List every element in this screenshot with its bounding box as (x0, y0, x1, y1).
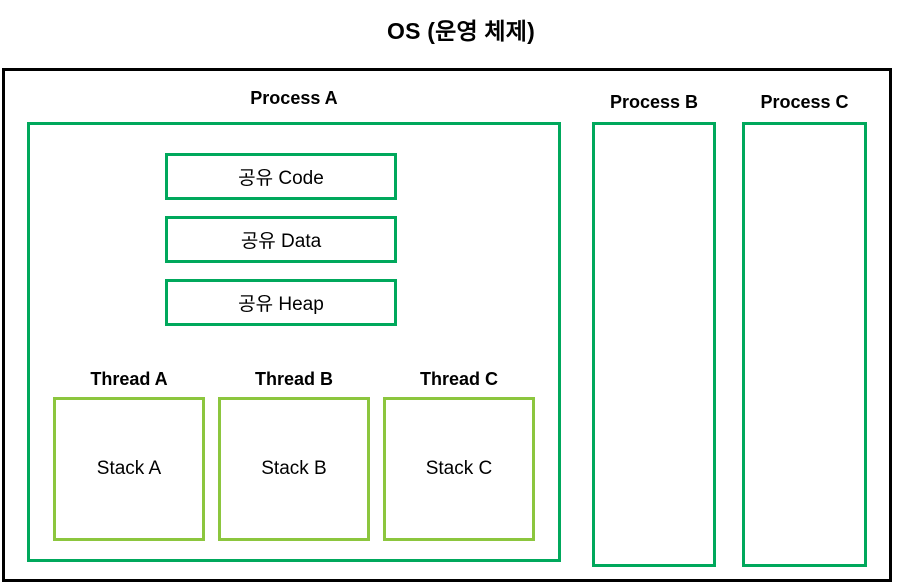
shared-data-box: 공유 Data (165, 216, 397, 263)
process-a-label: Process A (250, 88, 338, 108)
os-title: OS (운영 체제) (387, 18, 535, 44)
stack-b-box: Stack B (218, 397, 370, 541)
process-c-label: Process C (760, 92, 849, 112)
shared-code-box: 공유 Code (165, 153, 397, 200)
process-c-box (742, 122, 867, 567)
thread-a-label: Thread A (90, 369, 168, 389)
shared-heap-box: 공유 Heap (165, 279, 397, 326)
process-b-box (592, 122, 716, 567)
stack-a-box: Stack A (53, 397, 205, 541)
thread-b-label: Thread B (254, 369, 333, 389)
process-b-label: Process B (609, 92, 699, 112)
thread-c-label: Thread C (419, 369, 498, 389)
stack-c-box: Stack C (383, 397, 535, 541)
